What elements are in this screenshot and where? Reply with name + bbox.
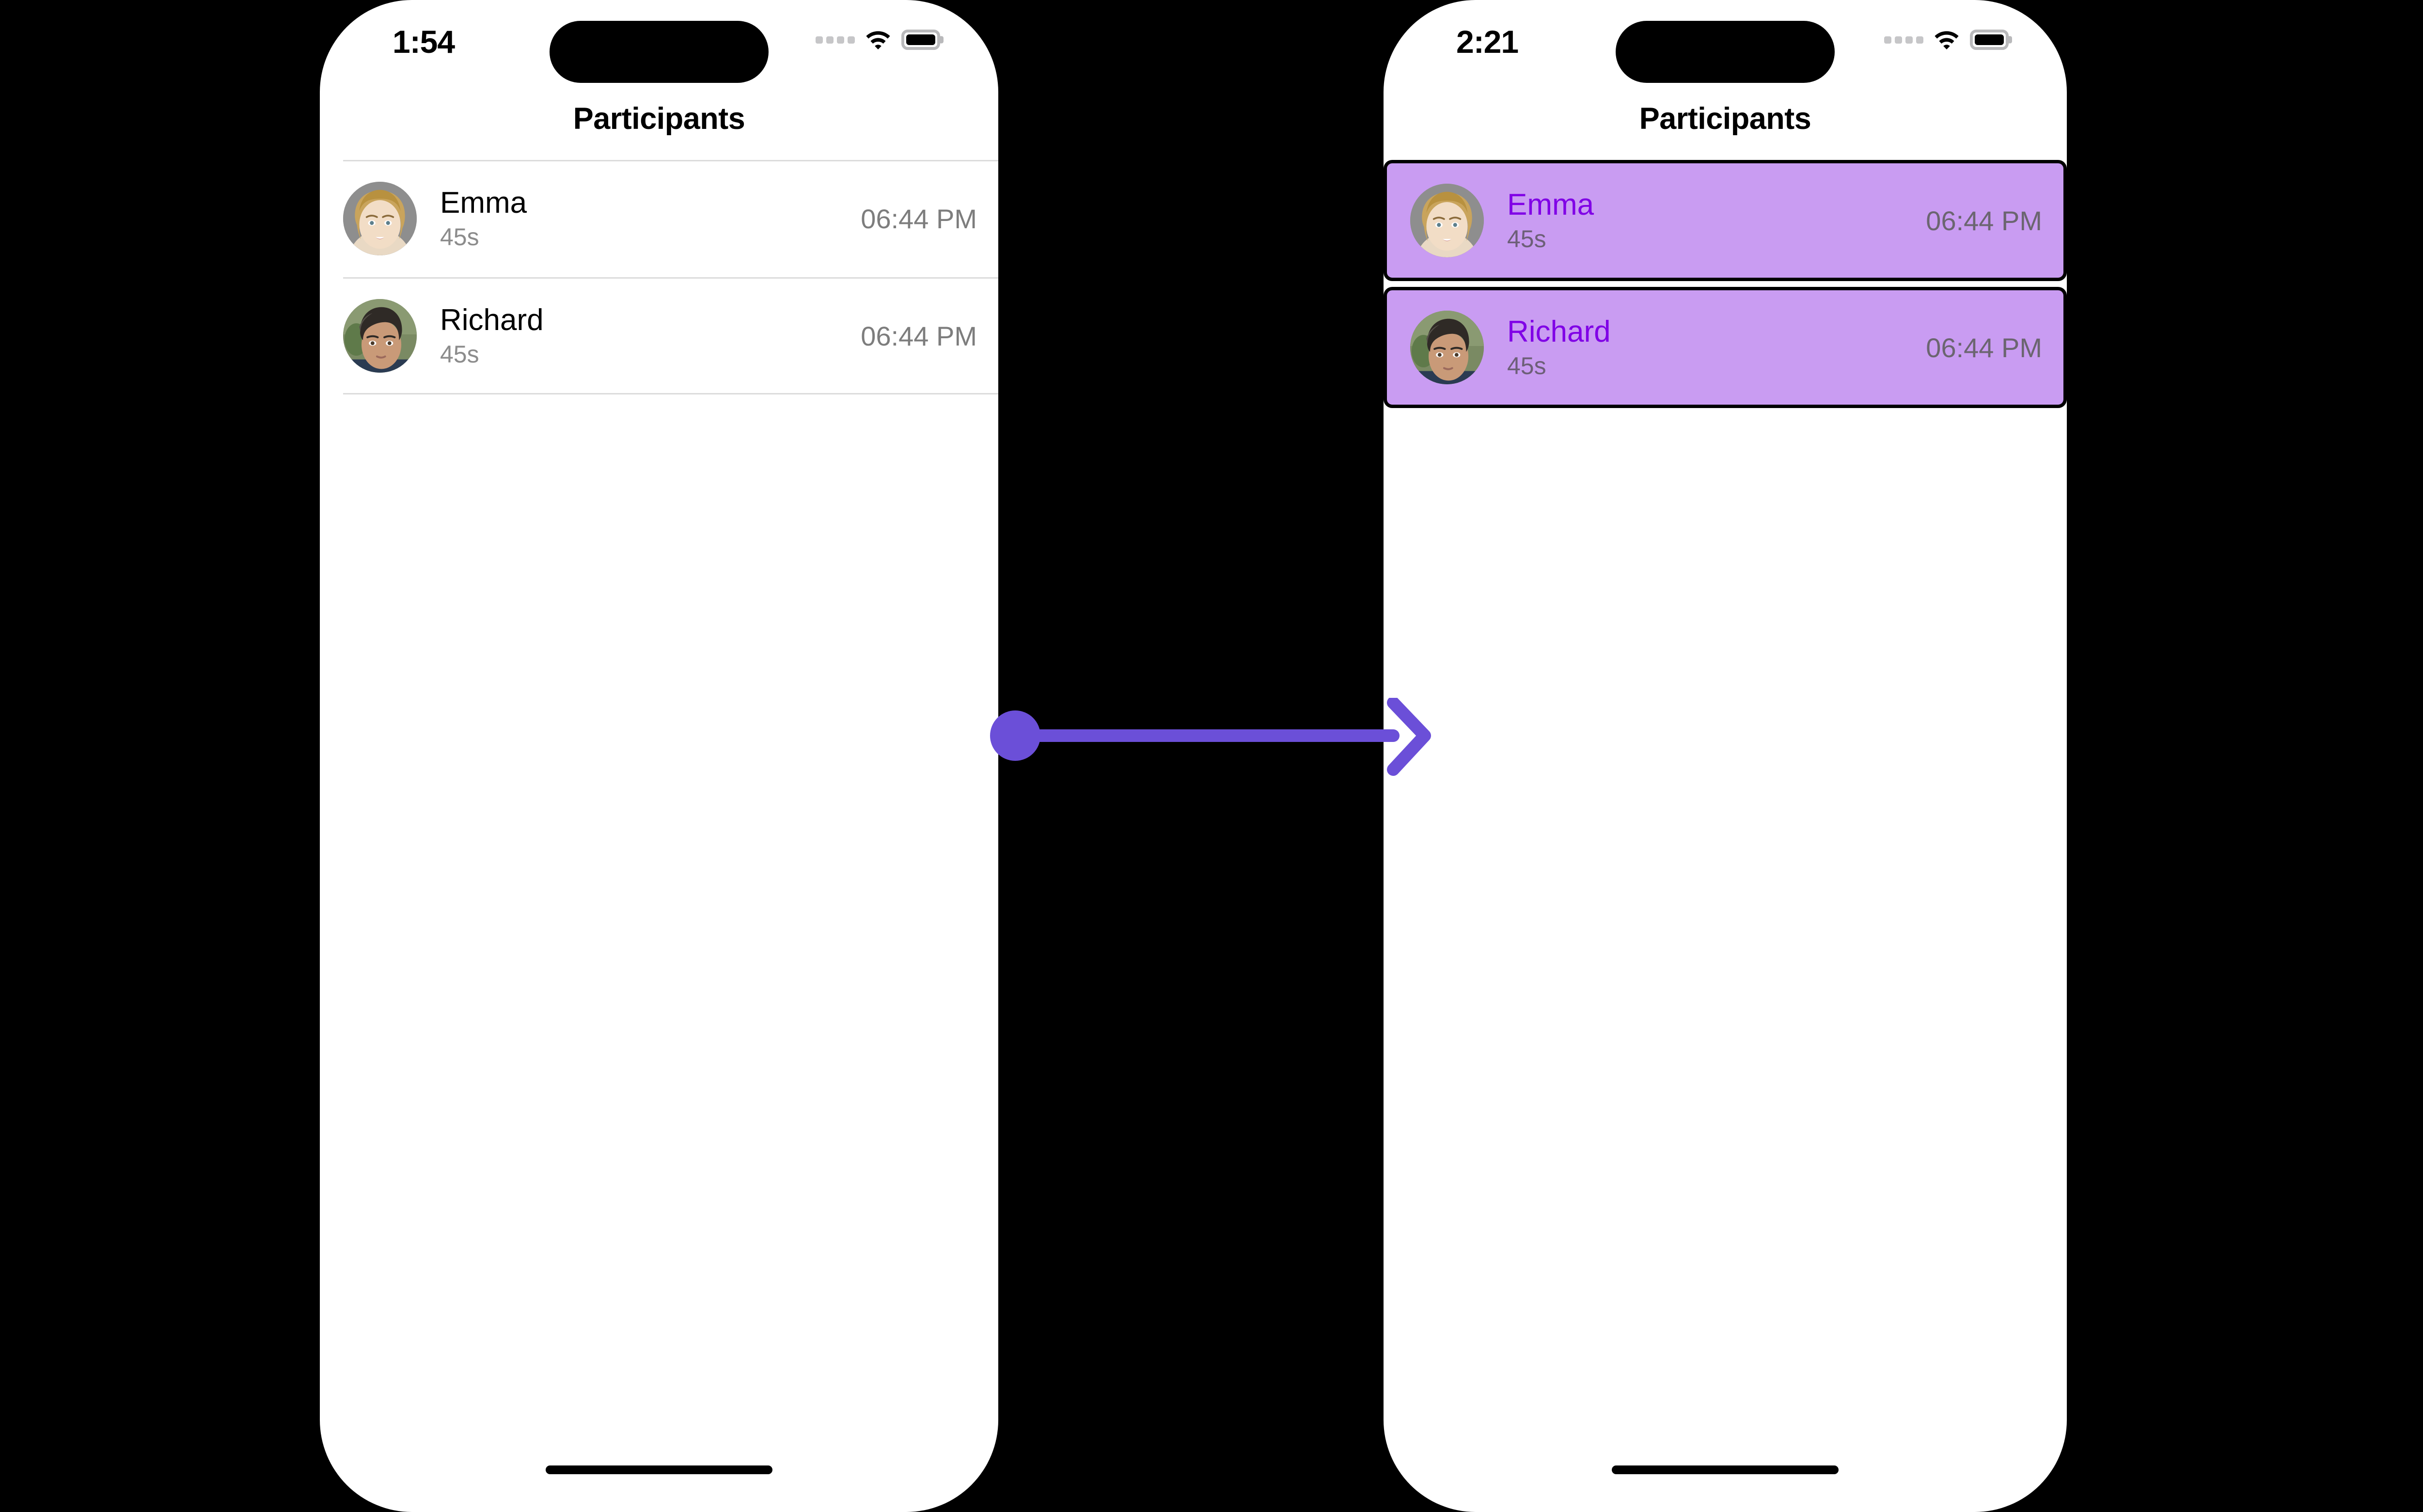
dynamic-island [550, 21, 769, 83]
participant-duration: 45s [440, 223, 479, 251]
wifi-icon [866, 31, 890, 49]
status-icons [1884, 29, 2009, 50]
status-bar-before: 1:54 [320, 0, 998, 87]
participants-list-after: Emma 45s 06:44 PM [1384, 160, 2067, 414]
participant-name: Richard [440, 303, 544, 337]
participant-time: 06:44 PM [861, 320, 977, 351]
participant-meta: Emma 45s [440, 186, 861, 251]
dynamic-island [1616, 21, 1835, 83]
participant-name: Emma [1507, 188, 1594, 221]
participants-list-before: Emma 45s 06:44 PM [320, 160, 998, 394]
participant-name: Richard [1507, 315, 1611, 348]
richard-avatar [1410, 311, 1484, 384]
participant-row-emma[interactable]: Emma 45s 06:44 PM [320, 160, 998, 277]
status-icons [816, 29, 940, 50]
participant-duration: 45s [1507, 225, 1546, 252]
participant-duration: 45s [1507, 352, 1546, 379]
participant-meta: Richard 45s [1507, 317, 1926, 378]
participant-name: Emma [440, 186, 527, 220]
participant-time: 06:44 PM [861, 203, 977, 234]
nav-bar-before: Participants [320, 87, 998, 150]
cellular-signal-icon [816, 36, 855, 44]
arrow-head [1387, 698, 1431, 776]
participant-row-richard-selected[interactable]: Richard 45s 06:44 PM [1384, 287, 2067, 408]
wifi-icon [1935, 31, 1959, 49]
battery-icon [901, 30, 940, 50]
emma-avatar [1410, 184, 1484, 257]
nav-bar-after: Participants [1384, 87, 2067, 150]
arrow-right-icon [990, 698, 1431, 776]
participant-meta: Richard 45s [440, 303, 861, 368]
participant-meta: Emma 45s [1507, 188, 1926, 252]
home-indicator [1612, 1465, 1839, 1474]
richard-avatar [343, 299, 417, 373]
participant-duration: 45s [440, 341, 479, 368]
participant-row-emma-selected[interactable]: Emma 45s 06:44 PM [1384, 160, 2067, 281]
participant-row-richard[interactable]: Richard 45s 06:44 PM [320, 277, 998, 394]
status-time: 2:21 [1456, 24, 1519, 60]
participant-time: 06:44 PM [1926, 332, 2042, 363]
page-title: Participants [1639, 102, 1811, 136]
participant-time: 06:44 PM [1926, 205, 2042, 236]
phone-before: 1:54 Participants [320, 0, 998, 1512]
status-bar-after: 2:21 [1384, 0, 2067, 87]
phone-after: 2:21 Participants [1384, 0, 2067, 1512]
page-title: Participants [573, 102, 745, 136]
status-time: 1:54 [393, 24, 455, 60]
home-indicator [546, 1465, 772, 1474]
cellular-signal-icon [1884, 36, 1923, 44]
battery-icon [1970, 30, 2009, 50]
emma-avatar [343, 182, 417, 255]
